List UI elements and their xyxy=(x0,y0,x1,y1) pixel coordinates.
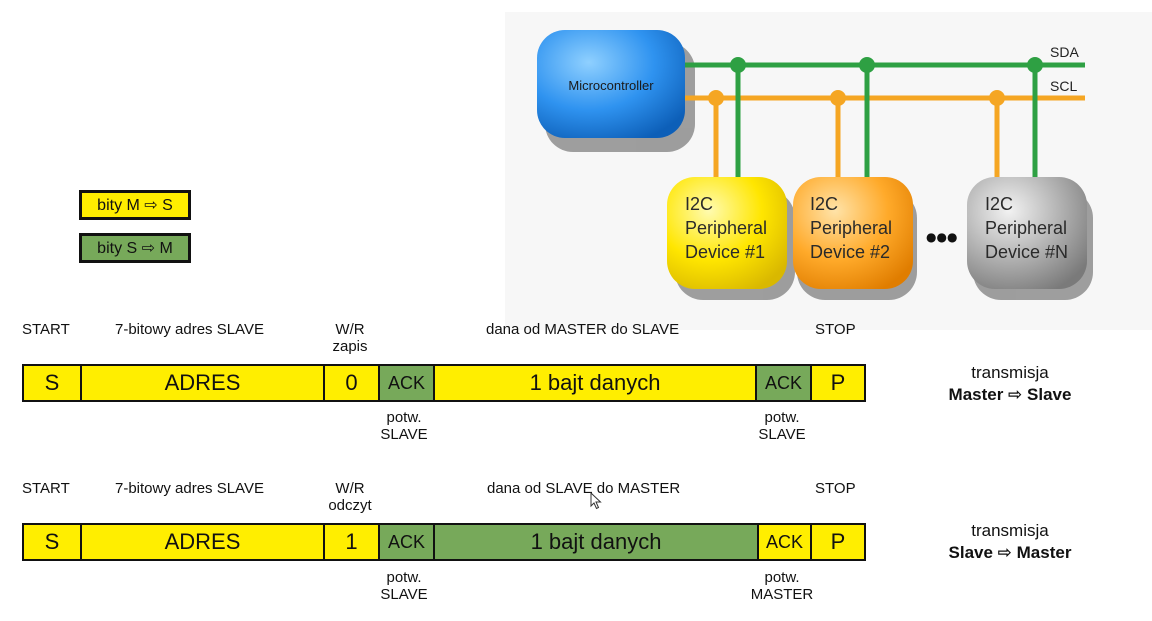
peripheral-device-2: I2C Peripheral Device #2 xyxy=(793,177,913,289)
write-ack1: ACK xyxy=(380,366,435,400)
i2c-bus-diagram: SDA SCL Microcontroller I2C Peripheral D… xyxy=(505,12,1152,330)
write-rw-label: W/R zapis xyxy=(332,321,368,355)
write-stop-bit: P xyxy=(812,366,864,400)
write-rw-bit: 0 xyxy=(325,366,380,400)
read-ack2: ACK xyxy=(759,525,812,559)
read-ack1: ACK xyxy=(380,525,435,559)
peripheral-device-n: I2C Peripheral Device #N xyxy=(967,177,1087,289)
write-transmission-caption: transmisja Master ⇨ Slave xyxy=(948,363,1072,404)
svg-text:Peripheral: Peripheral xyxy=(810,218,892,238)
read-start-label: START xyxy=(22,480,70,497)
svg-text:Device #2: Device #2 xyxy=(810,242,890,262)
read-ack2-note: potw. MASTER xyxy=(750,569,814,603)
read-data-byte: 1 bajt danych xyxy=(435,525,759,559)
read-rw-bit: 1 xyxy=(325,525,380,559)
write-stop-label: STOP xyxy=(815,321,856,338)
read-stop-label: STOP xyxy=(815,480,856,497)
read-address-label: 7-bitowy adres SLAVE xyxy=(115,480,264,497)
read-stop-bit: P xyxy=(812,525,864,559)
read-address-field: ADRES xyxy=(82,525,325,559)
write-ack2: ACK xyxy=(757,366,812,400)
svg-text:I2C: I2C xyxy=(985,194,1013,214)
write-start-bit: S xyxy=(24,366,82,400)
write-ack2-note: potw. SLAVE xyxy=(758,409,806,443)
write-address-label: 7-bitowy adres SLAVE xyxy=(115,321,264,338)
write-address-field: ADRES xyxy=(82,366,325,400)
legend-master-to-slave: bity M ⇨ S xyxy=(79,190,191,220)
svg-text:I2C: I2C xyxy=(810,194,838,214)
read-rw-label: W/R odczyt xyxy=(328,480,372,514)
legend-master-to-slave-label: bity M ⇨ S xyxy=(97,197,173,214)
junction-dots xyxy=(708,57,1043,106)
read-data-label: dana od SLAVE do MASTER xyxy=(487,480,681,497)
read-transmission-caption: transmisja Slave ⇨ Master xyxy=(948,521,1072,562)
ellipsis: ●●● xyxy=(926,230,957,244)
svg-text:Peripheral: Peripheral xyxy=(985,218,1067,238)
svg-text:Device #1: Device #1 xyxy=(685,242,765,262)
write-ack1-note: potw. SLAVE xyxy=(380,409,428,443)
microcontroller-label: Microcontroller xyxy=(568,78,654,93)
write-frame: S ADRES 0 ACK 1 bajt danych ACK P xyxy=(22,364,866,402)
peripheral-device-1: I2C Peripheral Device #1 xyxy=(667,177,787,289)
scl-label: SCL xyxy=(1050,78,1077,94)
bus-drops xyxy=(713,65,1038,187)
legend-slave-to-master: bity S ⇨ M xyxy=(79,233,191,263)
write-data-label: dana od MASTER do SLAVE xyxy=(486,321,680,338)
write-data-byte: 1 bajt danych xyxy=(435,366,757,400)
svg-text:I2C: I2C xyxy=(685,194,713,214)
read-frame: S ADRES 1 ACK 1 bajt danych ACK P xyxy=(22,523,866,561)
mouse-cursor-icon xyxy=(590,492,602,510)
read-start-bit: S xyxy=(24,525,82,559)
sda-label: SDA xyxy=(1050,44,1079,60)
read-ack1-note: potw. SLAVE xyxy=(380,569,428,603)
microcontroller-block xyxy=(537,30,685,138)
write-start-label: START xyxy=(22,321,70,338)
svg-text:Peripheral: Peripheral xyxy=(685,218,767,238)
svg-text:Device #N: Device #N xyxy=(985,242,1068,262)
legend-slave-to-master-label: bity S ⇨ M xyxy=(97,240,173,257)
